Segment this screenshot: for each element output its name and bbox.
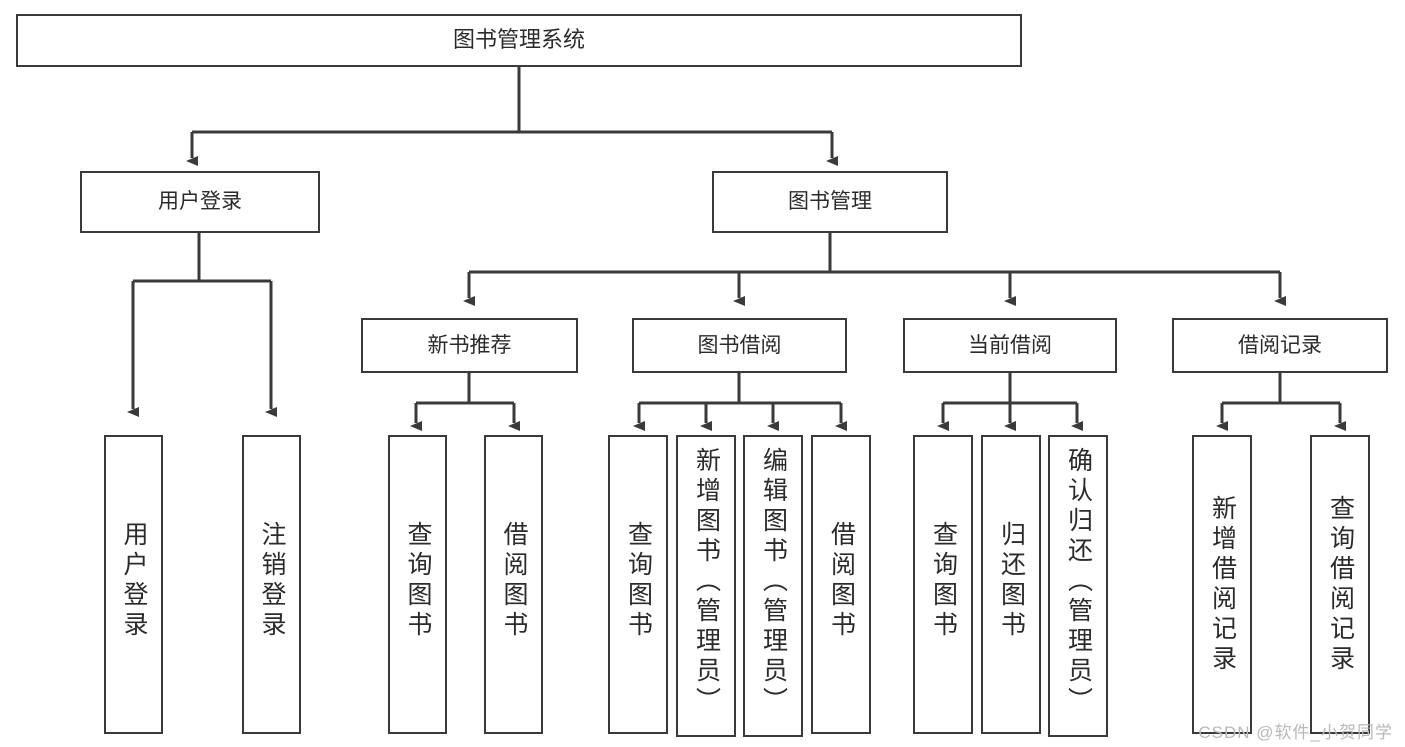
leaf-query-book-borrow[interactable]: 查询图书 xyxy=(608,435,668,734)
node-new-book-recommend-label: 新书推荐 xyxy=(427,333,512,357)
leaf-confirm-return-admin-label: 确认归还（管理员） xyxy=(1064,447,1093,717)
leaf-user-login-label: 用户登录 xyxy=(120,521,148,641)
leaf-query-book-current-label: 查询图书 xyxy=(929,521,958,641)
leaf-query-borrow-record[interactable]: 查询借阅记录 xyxy=(1310,435,1370,734)
leaf-borrow-book-rec[interactable]: 借阅图书 xyxy=(484,435,543,734)
node-root[interactable]: 图书管理系统 xyxy=(16,14,1022,67)
node-user-login[interactable]: 用户登录 xyxy=(80,171,320,233)
leaf-query-book-borrow-label: 查询图书 xyxy=(624,521,653,641)
leaf-borrow-book-rec-label: 借阅图书 xyxy=(500,521,528,641)
node-book-management-label: 图书管理 xyxy=(788,190,872,214)
node-current-borrow[interactable]: 当前借阅 xyxy=(903,318,1117,373)
leaf-return-book[interactable]: 归还图书 xyxy=(981,435,1041,734)
leaf-user-login[interactable]: 用户登录 xyxy=(104,435,163,734)
leaf-edit-book-admin[interactable]: 编辑图书（管理员） xyxy=(743,435,803,737)
leaf-logout-label: 注销登录 xyxy=(258,521,286,641)
leaf-borrow-book-borrow[interactable]: 借阅图书 xyxy=(811,435,871,734)
node-book-borrow-label: 图书借阅 xyxy=(697,333,782,357)
node-new-book-recommend[interactable]: 新书推荐 xyxy=(361,318,578,373)
node-current-borrow-label: 当前借阅 xyxy=(968,333,1052,357)
leaf-query-book-current[interactable]: 查询图书 xyxy=(913,435,973,734)
node-user-login-label: 用户登录 xyxy=(158,190,242,214)
leaf-logout[interactable]: 注销登录 xyxy=(242,435,301,734)
leaf-add-borrow-record[interactable]: 新增借阅记录 xyxy=(1192,435,1252,734)
node-borrow-record-label: 借阅记录 xyxy=(1238,333,1322,357)
leaf-query-book-rec[interactable]: 查询图书 xyxy=(388,435,447,734)
node-borrow-record[interactable]: 借阅记录 xyxy=(1172,318,1388,373)
node-book-borrow[interactable]: 图书借阅 xyxy=(632,318,847,373)
leaf-confirm-return-admin[interactable]: 确认归还（管理员） xyxy=(1048,435,1108,737)
leaf-edit-book-admin-label: 编辑图书（管理员） xyxy=(759,447,788,717)
leaf-return-book-label: 归还图书 xyxy=(997,521,1026,641)
leaf-borrow-book-borrow-label: 借阅图书 xyxy=(827,521,856,641)
node-root-label: 图书管理系统 xyxy=(452,27,585,53)
leaf-add-book-admin[interactable]: 新增图书（管理员） xyxy=(676,435,736,737)
leaf-query-book-rec-label: 查询图书 xyxy=(404,521,432,641)
leaf-add-book-admin-label: 新增图书（管理员） xyxy=(692,447,721,717)
node-book-management[interactable]: 图书管理 xyxy=(712,171,948,233)
leaf-query-borrow-record-label: 查询借阅记录 xyxy=(1326,495,1355,675)
leaf-add-borrow-record-label: 新增借阅记录 xyxy=(1208,495,1237,675)
